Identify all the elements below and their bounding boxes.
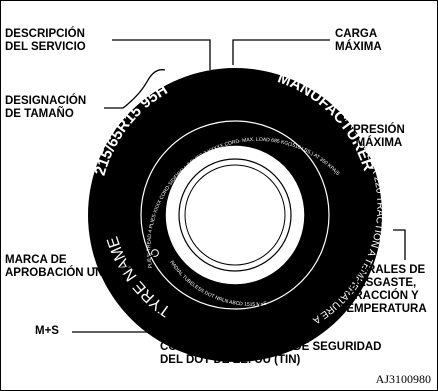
leader-treadwear — [393, 229, 406, 260]
figure-code: AJ3100980 — [375, 372, 431, 386]
wheel-hub — [184, 164, 286, 266]
leader-unece — [92, 254, 155, 269]
leader-ms — [72, 282, 161, 333]
tyre-sidewall-ring — [140, 120, 330, 310]
leader-pressure — [329, 143, 346, 161]
label-ms: M+S — [35, 325, 59, 337]
leader-load — [232, 39, 330, 65]
leader-size — [104, 69, 166, 109]
leader-service — [112, 39, 211, 70]
unece-mark-symbol — [151, 249, 159, 257]
leader-lines — [72, 39, 406, 355]
